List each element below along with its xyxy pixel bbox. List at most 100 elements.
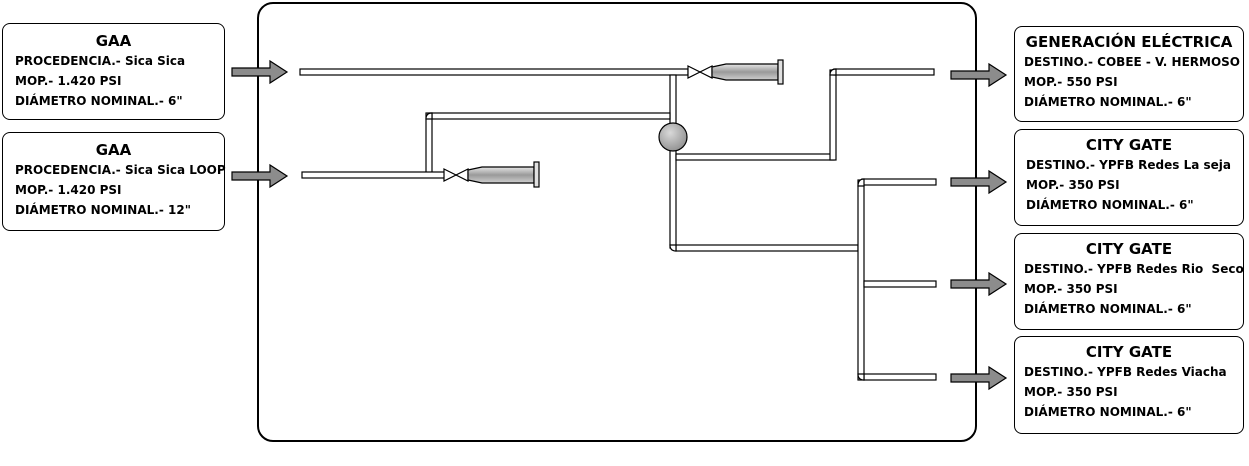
mop-value: 350 PSI [1066,385,1118,399]
outlet-arrow-rio-seco [950,271,1008,297]
destination-value: YPFB Redes La seja [1099,158,1232,172]
source-mop-row: MOP.- 1.420 PSI [15,180,224,200]
valve-icon-2b [454,168,469,182]
destination-mop-row: MOP.- 350 PSI [1024,382,1243,402]
mop-value: 350 PSI [1068,178,1120,192]
receiver-icon-1 [711,63,779,81]
manifold-top-elbow [857,178,865,187]
destination-value: YPFB Redes Rio Seco [1097,262,1244,276]
destination-diameter-row: DIÁMETRO NOMINAL.- 6" [1026,195,1243,215]
diameter-value: 6" [1177,405,1192,419]
source-title: GAA [95,141,132,159]
destination-label: DESTINO.- [1024,365,1093,379]
header-down-pipe [669,147,677,249]
destination-title: GENERACIÓN ELÉCTRICA [1025,33,1233,51]
riser-pipe [669,74,677,128]
diameter-value: 12" [168,203,191,217]
station-frame [257,2,977,442]
origin-label: PROCEDENCIA.- [15,54,121,68]
diameter-value: 6" [1177,95,1192,109]
destination-row: DESTINO.- COBEE - V. HERMOSO [1024,52,1243,72]
destination-title: CITY GATE [1085,136,1173,154]
distribution-manifold [857,179,865,381]
diameter-label: DIÁMETRO NOMINAL.- [1024,302,1173,316]
rio-seco-pipe [863,280,937,288]
destination-row: DESTINO.- YPFB Redes Viacha [1024,362,1243,382]
receiver-flange-1 [777,59,784,85]
valve-icon-1b [698,65,713,79]
destination-row: DESTINO.- YPFB Redes La seja [1026,155,1243,175]
destination-title: CITY GATE [1085,240,1173,258]
crossover-pipe-top [429,112,671,120]
destination-value: YPFB Redes Viacha [1097,365,1227,379]
receiver-flange-2 [533,161,540,188]
destination-label: DESTINO.- [1026,158,1095,172]
destination-diameter-row: DIÁMETRO NOMINAL.- 6" [1024,402,1243,422]
valve-icon-2 [443,168,458,182]
inlet-pipe-2 [301,171,447,179]
outlet-arrow-generation [950,62,1008,88]
generation-branch-h [675,153,835,161]
diameter-label: DIÁMETRO NOMINAL.- [1024,405,1173,419]
destination-box-viacha: CITY GATE DESTINO.- YPFB Redes Viacha MO… [1014,336,1244,434]
receiver-icon-2 [467,166,535,184]
distribution-main [675,244,859,252]
header-ball-icon [658,122,688,152]
destination-diameter-row: DIÁMETRO NOMINAL.- 6" [1024,92,1243,112]
destination-mop-row: MOP.- 350 PSI [1024,279,1243,299]
source-box-sica-sica-loop: GAA PROCEDENCIA.- Sica Sica LOOP MOP.- 1… [2,132,226,231]
manifold-bottom-elbow [857,373,865,381]
la-seja-pipe [861,178,937,186]
mop-label: MOP.- [15,74,54,88]
outlet-arrow-viacha [950,365,1008,391]
mop-value: 350 PSI [1066,282,1118,296]
crossover-elbow [425,112,433,120]
origin-label: PROCEDENCIA.- [15,163,121,177]
destination-label: DESTINO.- [1024,262,1093,276]
destination-value: COBEE - V. HERMOSO [1097,55,1240,69]
diameter-value: 6" [1177,302,1192,316]
mop-label: MOP.- [1024,385,1063,399]
source-diameter-row: DIÁMETRO NOMINAL.- 6" [15,91,224,111]
source-diameter-row: DIÁMETRO NOMINAL.- 12" [15,200,224,220]
mop-label: MOP.- [1024,75,1063,89]
mop-value: 550 PSI [1066,75,1118,89]
diameter-label: DIÁMETRO NOMINAL.- [1024,95,1173,109]
source-origin-row: PROCEDENCIA.- Sica Sica LOOP [15,160,226,180]
diameter-label: DIÁMETRO NOMINAL.- [1026,198,1175,212]
source-mop-row: MOP.- 1.420 PSI [15,71,224,91]
diameter-value: 6" [168,94,183,108]
source-box-sica-sica: GAA PROCEDENCIA.- Sica Sica MOP.- 1.420 … [2,23,225,120]
mop-value: 1.420 PSI [57,74,122,88]
diameter-label: DIÁMETRO NOMINAL.- [15,94,164,108]
origin-value: Sica Sica [124,54,186,68]
destination-label: DESTINO.- [1024,55,1093,69]
destination-box-generation: GENERACIÓN ELÉCTRICA DESTINO.- COBEE - V… [1014,26,1244,122]
inlet-arrow-1 [231,59,289,85]
destination-mop-row: MOP.- 550 PSI [1024,72,1243,92]
mop-value: 1.420 PSI [57,183,122,197]
destination-box-rio-seco: CITY GATE DESTINO.- YPFB Redes Rio Seco … [1014,233,1244,330]
viacha-pipe [863,373,937,381]
destination-row: DESTINO.- YPFB Redes Rio Seco [1024,259,1244,279]
destination-mop-row: MOP.- 350 PSI [1026,175,1243,195]
destination-diameter-row: DIÁMETRO NOMINAL.- 6" [1024,299,1243,319]
header-bottom-elbow [669,244,677,252]
mop-label: MOP.- [1024,282,1063,296]
inlet-pipe-1 [299,68,689,76]
source-origin-row: PROCEDENCIA.- Sica Sica [15,51,224,71]
outlet-arrow-la-seja [950,169,1008,195]
crossover-pipe-vertical [425,112,433,176]
diameter-value: 6" [1179,198,1194,212]
destination-title: CITY GATE [1085,343,1173,361]
generation-branch-v [829,69,837,161]
inlet-arrow-2 [231,163,289,189]
source-title: GAA [95,32,132,50]
generation-elbow [829,68,837,76]
destination-box-la-seja: CITY GATE DESTINO.- YPFB Redes La seja M… [1014,129,1244,226]
diameter-label: DIÁMETRO NOMINAL.- [15,203,164,217]
mop-label: MOP.- [15,183,54,197]
origin-value: Sica Sica LOOP [124,163,226,177]
generation-branch-top [833,68,935,76]
